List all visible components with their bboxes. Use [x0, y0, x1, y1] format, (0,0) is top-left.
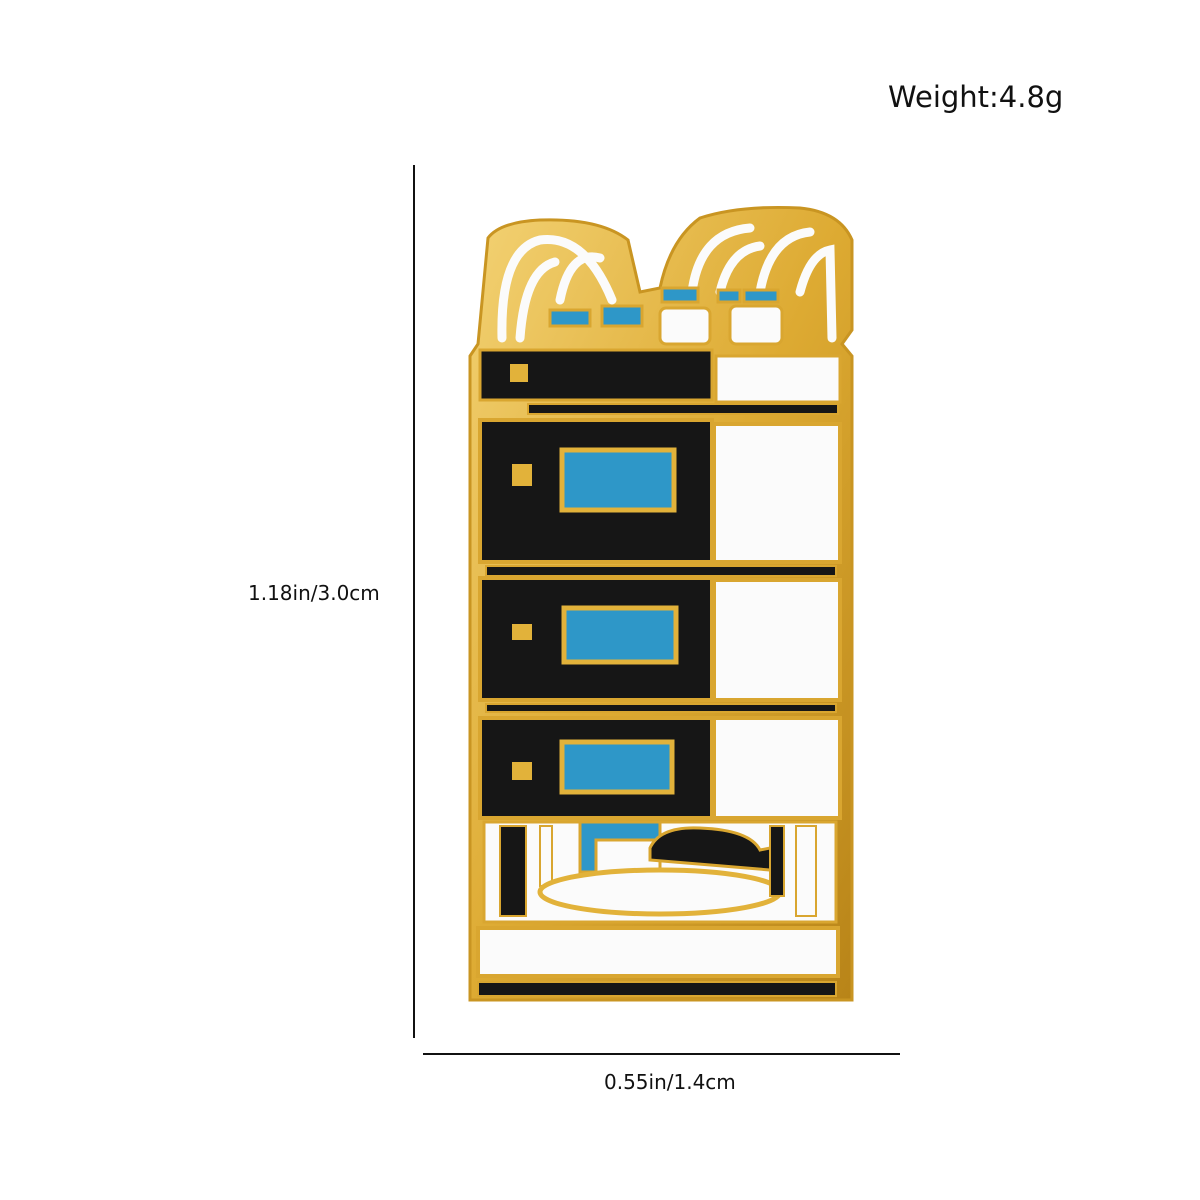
solvent-bottles [548, 286, 784, 346]
top-module [478, 348, 842, 415]
module-3 [478, 716, 842, 820]
top-tubing [497, 223, 837, 343]
width-dimension-label: 0.55in/1.4cm [604, 1070, 736, 1094]
width-dimension-line [423, 1053, 900, 1055]
module-1 [478, 418, 842, 577]
base-tray [476, 926, 840, 997]
height-dimension-label: 1.18in/3.0cm [248, 581, 380, 605]
column-compartment [482, 820, 838, 924]
height-dimension-line [413, 165, 415, 1038]
module-2 [478, 576, 842, 713]
weight-label: Weight:4.8g [888, 80, 1064, 114]
